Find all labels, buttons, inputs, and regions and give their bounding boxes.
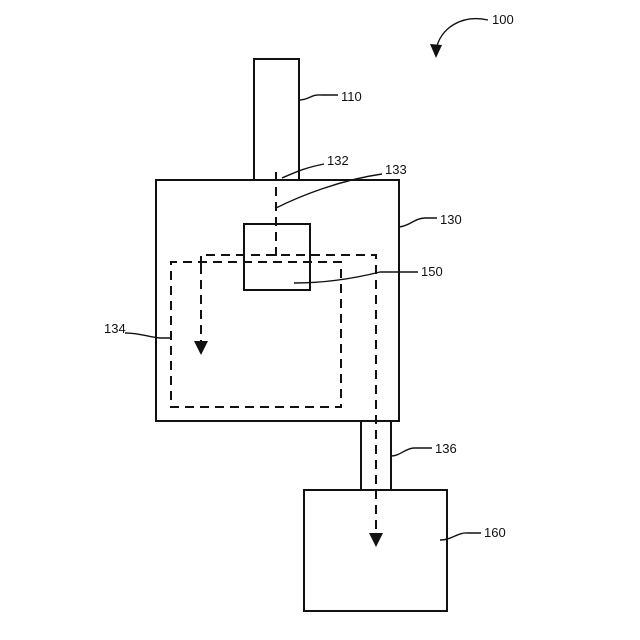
outlet-label: 136	[435, 441, 457, 456]
port-132-label: 132	[327, 153, 349, 168]
port-133-label: 133	[385, 162, 407, 177]
outlet-leader-line	[391, 448, 432, 456]
receiver-label: 160	[484, 525, 506, 540]
outlet-flow-arrow	[201, 255, 376, 540]
figure-number-label: 100	[492, 12, 514, 27]
figure-pointer-arrow	[436, 19, 488, 50]
chamber-leader-line	[399, 218, 437, 227]
inner-path-label: 134	[104, 321, 126, 336]
inner-path-leader-line	[125, 333, 171, 338]
figure-pointer-arrowhead	[430, 44, 442, 58]
block-label: 150	[421, 264, 443, 279]
port-132-leader-line	[282, 164, 324, 178]
inner-dashed-loop	[171, 262, 341, 407]
inlet-pipe	[254, 59, 299, 180]
inlet-leader-line	[299, 95, 338, 100]
chamber-label: 130	[440, 212, 462, 227]
chamber	[156, 180, 399, 421]
inlet-label: 110	[341, 89, 362, 104]
